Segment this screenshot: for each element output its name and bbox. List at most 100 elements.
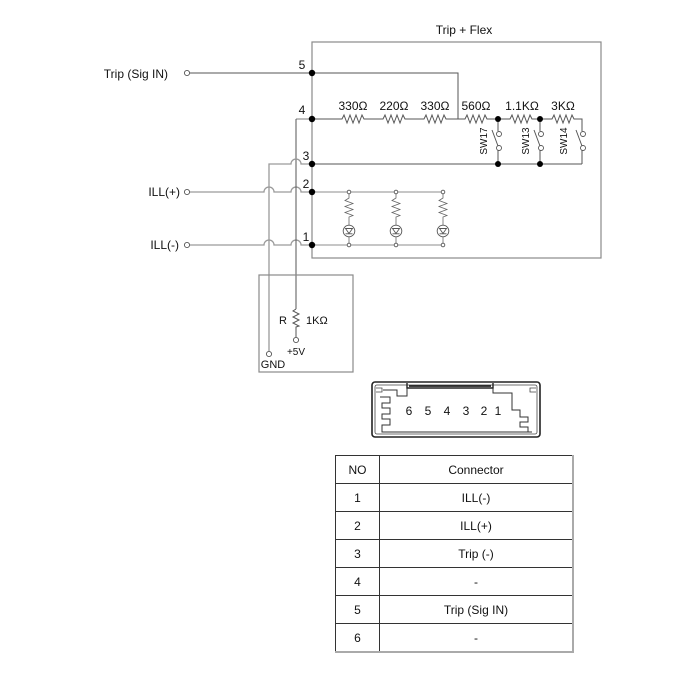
pin-function: Trip (-): [379, 539, 574, 568]
header-no: NO: [335, 455, 380, 484]
junction-dot: [537, 116, 543, 122]
terminal-ill-plus: [183, 188, 191, 196]
wire-ill-plus: [190, 186, 312, 193]
pin-number: 4: [335, 567, 380, 596]
resistor-label-2: 220Ω: [380, 99, 409, 113]
pin-label-2: 2: [303, 177, 310, 191]
switch-label-sw13: SW13: [521, 127, 532, 155]
table-row: 4-: [335, 567, 574, 596]
terminal-plus-5v: [292, 336, 300, 344]
pin-function: Trip (Sig IN): [379, 595, 574, 624]
led-resistor: [437, 194, 449, 225]
connector-pin-3: 3: [463, 404, 470, 418]
switch-label-sw14: SW14: [559, 127, 570, 155]
connector-pin-4: 4: [444, 404, 451, 418]
pin-function: ILL(+): [379, 511, 574, 540]
pin-label-5: 5: [299, 58, 306, 72]
pin-function: -: [379, 623, 574, 653]
switch-3: [575, 129, 586, 164]
switch-contact: [580, 131, 586, 137]
connector-face: [371, 381, 541, 438]
junction-dot: [537, 161, 543, 167]
switch-2: [533, 119, 544, 164]
led-triangle: [344, 228, 354, 235]
pin-number: 2: [335, 511, 380, 540]
pin-label-3: 3: [303, 149, 310, 163]
switch-blade: [491, 129, 499, 147]
switch-group: [491, 119, 586, 164]
pin4-junction: [308, 115, 316, 123]
switch-contact: [496, 131, 502, 137]
terminal-gnd: [265, 350, 273, 358]
led-node: [346, 189, 352, 195]
pullup-box: [258, 274, 354, 373]
led-node: [440, 242, 446, 248]
switch-1: [491, 119, 502, 164]
resistor-label-6: 3KΩ: [551, 99, 575, 113]
switch-contact: [496, 145, 502, 151]
resistor-label-5: 1.1KΩ: [505, 99, 539, 113]
pin2-junction: [308, 188, 316, 196]
led-node: [440, 189, 446, 195]
table-row: 6-: [335, 623, 574, 653]
supply-label: +5V: [287, 347, 305, 358]
wire-ill-minus: [190, 239, 312, 246]
pin-function: ILL(-): [379, 483, 574, 512]
led-branch-3: [436, 189, 450, 248]
pin-label-4: 4: [299, 103, 306, 117]
resistor-label-3: 330Ω: [421, 99, 450, 113]
connector-pin-2: 2: [481, 404, 488, 418]
led-branch-2: [389, 189, 403, 248]
led-node: [346, 242, 352, 248]
pin1-junction: [308, 241, 316, 249]
wire-pin3: [268, 158, 312, 351]
pin5-junction: [308, 69, 316, 77]
wire-pin5: [190, 72, 459, 119]
terminal-trip-sig-in: [183, 69, 191, 77]
resistor-label-1: 330Ω: [339, 99, 368, 113]
led-resistor: [390, 194, 402, 225]
input-label-ill-minus: ILL(-): [150, 238, 179, 252]
pin-number: 3: [335, 539, 380, 568]
module-box: [311, 41, 602, 259]
led-node: [393, 242, 399, 248]
pin-function: -: [379, 567, 574, 596]
led-triangle: [438, 228, 448, 235]
led-node: [393, 189, 399, 195]
switch-contact: [580, 145, 586, 151]
pullup-resistor-label: R: [279, 315, 287, 327]
terminal-ill-minus: [183, 241, 191, 249]
pin3-junction: [308, 160, 316, 168]
switch-blade: [575, 129, 583, 147]
pullup-resistor-value: 1KΩ: [306, 315, 328, 327]
switch-contact: [538, 145, 544, 151]
module-title: Trip + Flex: [436, 23, 493, 37]
pin-label-1: 1: [303, 230, 310, 244]
led-branch-1: [342, 189, 356, 248]
led-resistor: [343, 194, 355, 225]
led-triangle: [391, 228, 401, 235]
connector-pin-1: 1: [495, 404, 502, 418]
led-icon: [436, 224, 450, 238]
junction-dot: [495, 161, 501, 167]
pin-number: 1: [335, 483, 380, 512]
input-label-trip-sig-in: Trip (Sig IN): [104, 67, 168, 81]
resistor-chain: [312, 113, 583, 131]
pin-number: 6: [335, 623, 380, 653]
header-connector: Connector: [379, 455, 574, 484]
switch-blade: [533, 129, 541, 147]
resistor-chain-wire: [312, 113, 583, 131]
switch-label-sw17: SW17: [479, 127, 490, 155]
led-icon: [389, 224, 403, 238]
led-icon: [342, 224, 356, 238]
connector-pin-5: 5: [425, 404, 432, 418]
pin-number: 5: [335, 595, 380, 624]
input-label-ill-plus: ILL(+): [148, 185, 180, 199]
ground-label: GND: [261, 359, 286, 371]
